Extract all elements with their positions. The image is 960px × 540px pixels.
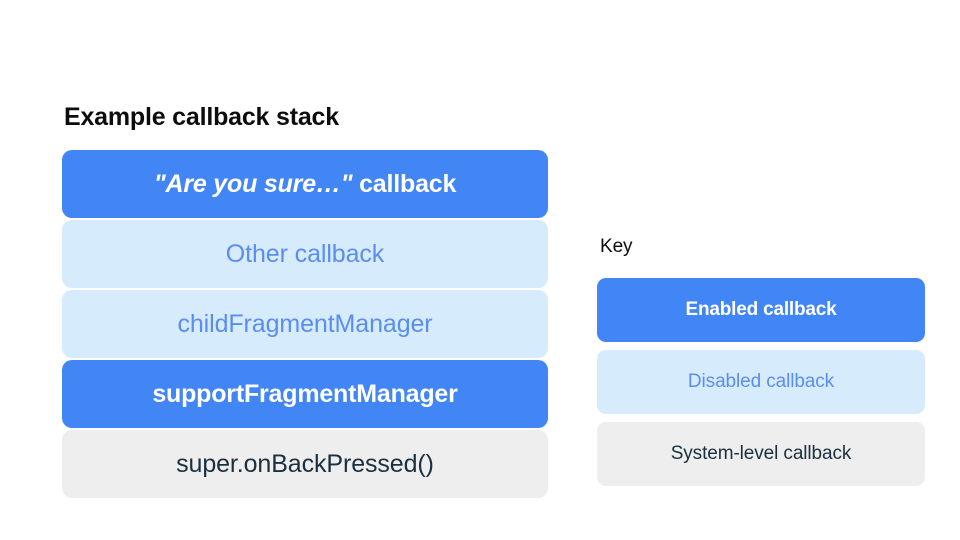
- key-enabled-callback-label: Enabled callback: [685, 299, 837, 321]
- callback-super-on-back-pressed-label: super.onBackPressed(): [176, 449, 434, 478]
- key-panel: Key Enabled callback Disabled callback S…: [597, 234, 925, 486]
- key-system-level-callback-label: System-level callback: [670, 443, 852, 465]
- key-title: Key: [600, 236, 633, 257]
- key-disabled-callback: Disabled callback: [597, 350, 925, 414]
- key-disabled-callback-label: Disabled callback: [687, 371, 835, 393]
- key-legend-list: Enabled callback Disabled callback Syste…: [597, 278, 925, 486]
- callback-other-label: Other callback: [225, 239, 385, 268]
- callback-are-you-sure[interactable]: "Are you sure…" callback: [62, 150, 548, 218]
- callback-other[interactable]: Other callback: [62, 220, 548, 288]
- callback-child-fragment-manager-label: childFragmentManager: [177, 309, 433, 338]
- callback-are-you-sure-suffix: callback: [352, 169, 457, 198]
- callback-support-fragment-manager[interactable]: supportFragmentManager: [62, 360, 548, 428]
- example-callback-stack-panel: Example callback stack "Are you sure…" c…: [62, 100, 548, 498]
- callback-support-fragment-manager-label: supportFragmentManager: [152, 379, 458, 408]
- key-system-level-callback: System-level callback: [597, 422, 925, 486]
- callback-super-on-back-pressed[interactable]: super.onBackPressed(): [62, 430, 548, 498]
- stack-title: Example callback stack: [64, 103, 339, 131]
- callback-stack-list: "Are you sure…" callback Other callback …: [62, 150, 548, 498]
- callback-are-you-sure-label: "Are you sure…" callback: [153, 169, 457, 199]
- callback-child-fragment-manager[interactable]: childFragmentManager: [62, 290, 548, 358]
- callback-are-you-sure-emphasis: "Are you sure…": [153, 169, 353, 198]
- key-enabled-callback: Enabled callback: [597, 278, 925, 342]
